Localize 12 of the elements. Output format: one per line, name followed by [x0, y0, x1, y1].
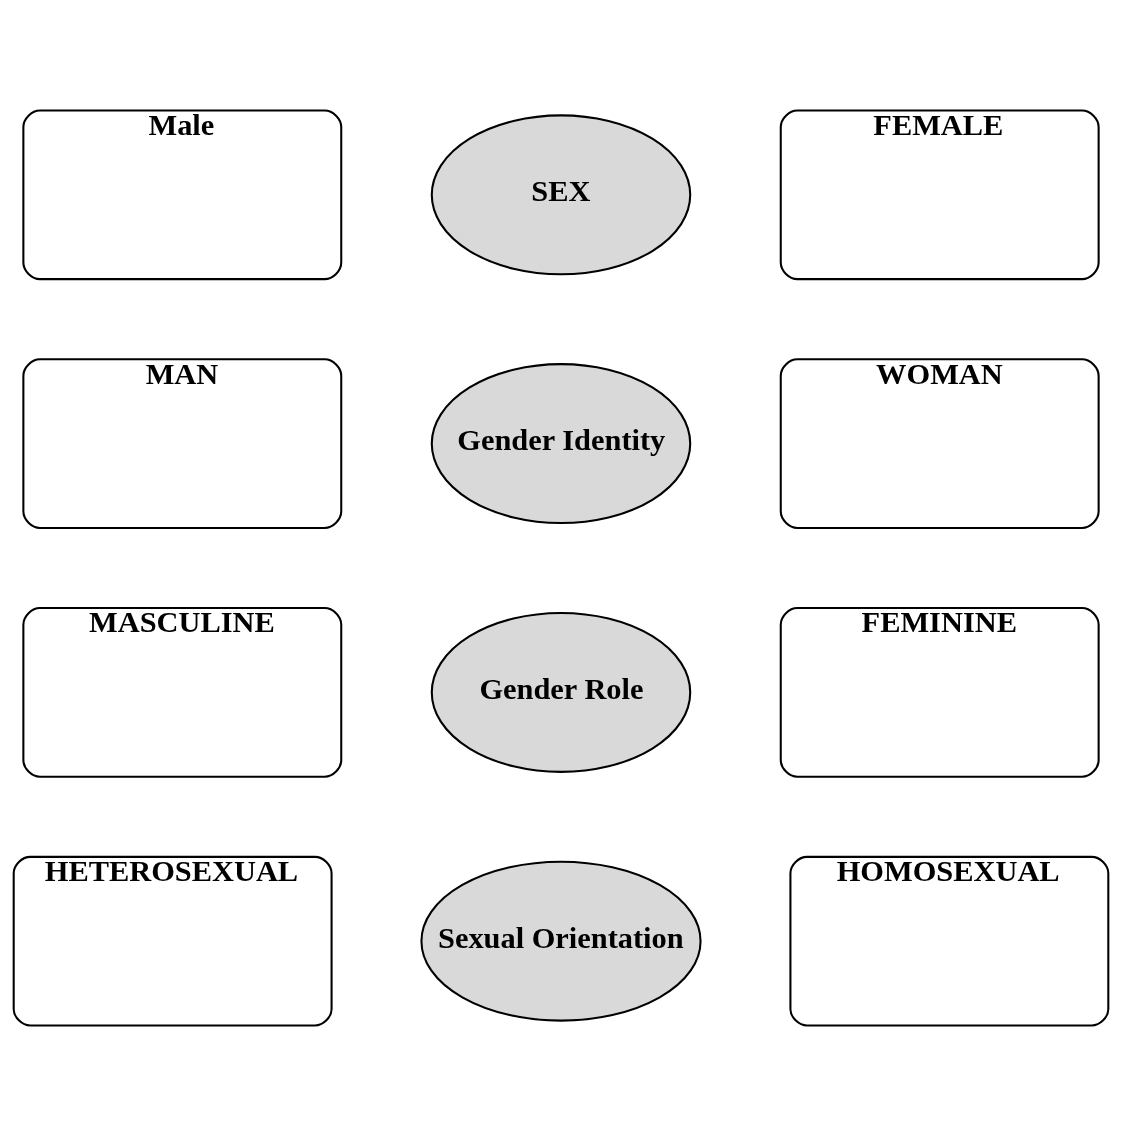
- node-box: Male: [22, 109, 343, 281]
- node-box: FEMALE: [779, 109, 1100, 281]
- node-ellipse: Sexual Orientation: [420, 860, 702, 1022]
- node-box: FEMININE: [779, 607, 1100, 778]
- node-box: HOMOSEXUAL: [789, 855, 1110, 1027]
- node-ellipse: Gender Identity: [430, 363, 692, 525]
- node-box: MASCULINE: [22, 607, 343, 778]
- node-ellipse: SEX: [430, 114, 692, 276]
- node-box: MAN: [22, 358, 343, 529]
- node-ellipse: Gender Role: [430, 611, 692, 773]
- node-box: WOMAN: [779, 358, 1100, 529]
- node-box: HETEROSEXUAL: [12, 855, 333, 1027]
